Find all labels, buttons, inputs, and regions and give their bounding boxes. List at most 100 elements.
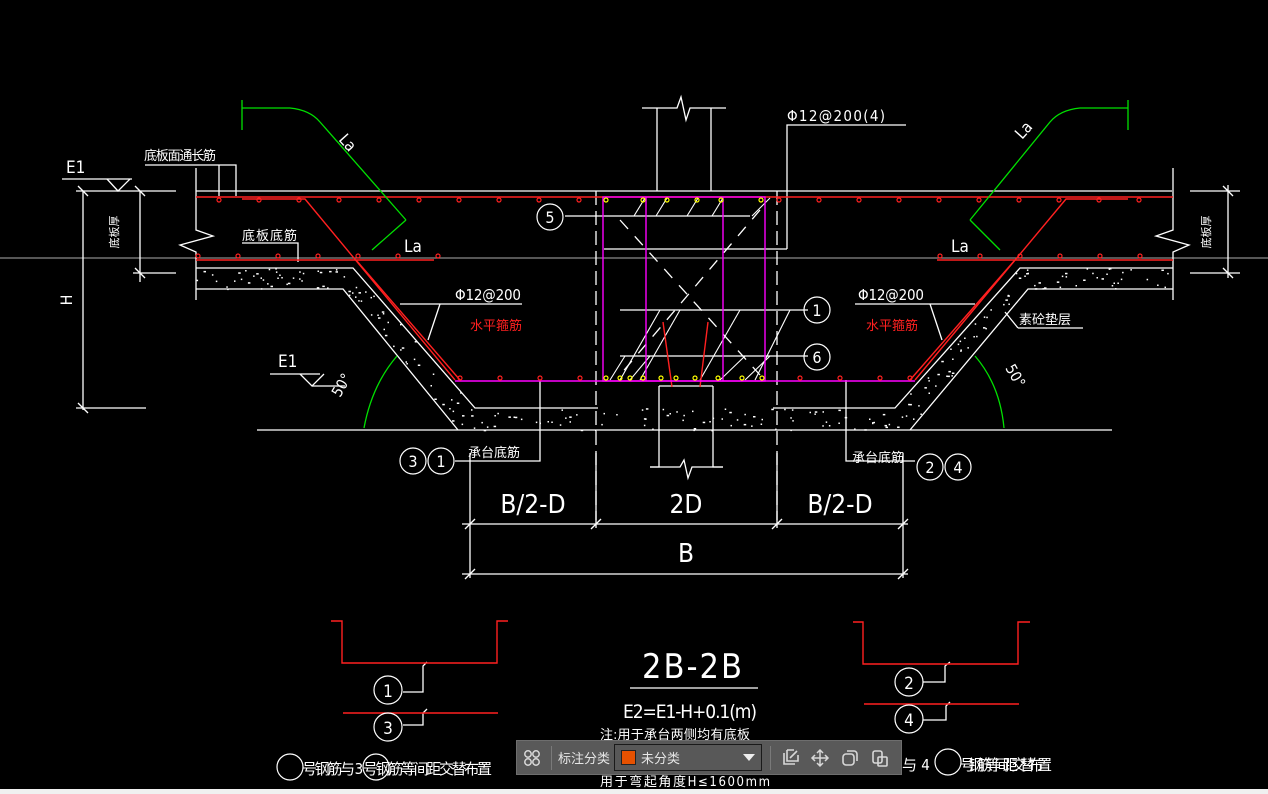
concrete-dot <box>377 314 379 316</box>
concrete-dot <box>561 409 563 411</box>
rebar-dot <box>435 253 441 259</box>
concrete-dot <box>1059 286 1062 289</box>
concrete-dot <box>240 278 243 281</box>
concrete-dot <box>1157 284 1159 286</box>
concrete-dot <box>952 358 954 360</box>
concrete-dot <box>317 270 319 272</box>
concrete-dot <box>1038 282 1041 284</box>
concrete-dot <box>401 347 405 349</box>
concrete-dot <box>643 418 647 420</box>
concrete-dot <box>580 429 584 432</box>
slope-rebar-left <box>355 259 461 381</box>
concrete-dot <box>724 408 727 410</box>
edit-icon[interactable] <box>775 743 805 773</box>
rebar-dot <box>576 197 582 203</box>
concrete-dot <box>393 345 395 348</box>
concrete-dot <box>460 392 462 394</box>
rebar-dot <box>936 197 942 203</box>
concrete-dot <box>227 288 229 291</box>
rebar-dot <box>837 375 843 381</box>
label-stirrup-spec: Φ12@200(4) <box>787 107 885 125</box>
dim-right-text: B/2-D <box>807 490 872 520</box>
concrete-dot <box>864 429 867 431</box>
concrete-dot <box>990 309 992 311</box>
concrete-dot <box>514 416 518 419</box>
concrete-dot <box>559 424 562 426</box>
label-horiz-spec-left: Φ12@200 <box>455 286 521 304</box>
concrete-dot <box>983 327 986 329</box>
leader-cushion-tick <box>1004 311 1019 329</box>
concrete-dot <box>1015 272 1018 275</box>
legend-marker-3: 3 <box>383 719 393 739</box>
concrete-dot <box>1018 277 1022 279</box>
rebar-dot <box>658 375 664 381</box>
rebar-dot <box>1096 197 1102 203</box>
rebar-dot <box>776 197 782 203</box>
concrete-dot <box>267 283 269 285</box>
copy-icon[interactable] <box>835 743 865 773</box>
concrete-dot <box>976 335 978 338</box>
marker-6: 6 <box>812 348 821 367</box>
concrete-dot <box>329 270 332 273</box>
concrete-dot <box>761 418 763 421</box>
concrete-dot <box>736 419 739 421</box>
label-la-right-slope: La <box>1011 117 1036 142</box>
concrete-dot <box>924 387 927 389</box>
concrete-dot <box>1146 278 1149 281</box>
concrete-dot <box>882 413 886 416</box>
concrete-dot <box>449 408 451 410</box>
concrete-dot <box>1122 271 1124 274</box>
concrete-dot <box>413 358 416 361</box>
concrete-dot <box>666 414 670 417</box>
circled-markers <box>276 203 972 781</box>
category-select[interactable]: 未分类 <box>614 744 763 771</box>
rebar-dot <box>336 197 342 203</box>
concrete-dot <box>451 399 453 401</box>
concrete-dot <box>461 423 464 426</box>
la-right-leader <box>969 219 1001 251</box>
diagonal-b <box>619 209 761 376</box>
concrete-dot <box>838 409 841 412</box>
concrete-dot <box>569 421 571 423</box>
la-right-curve <box>969 107 1128 221</box>
concrete-dot <box>985 327 987 330</box>
concrete-dot <box>215 280 218 283</box>
concrete-dot <box>260 277 262 279</box>
rebar-dot <box>256 197 262 203</box>
concrete-dot <box>471 415 474 417</box>
concrete-dot <box>652 428 654 430</box>
concrete-dot <box>872 422 874 424</box>
toolbar-divider <box>551 745 552 770</box>
leader-horiz-right-tick <box>929 303 943 341</box>
move-icon[interactable] <box>805 743 835 773</box>
concrete-dot <box>885 426 888 429</box>
leader-cap-right <box>845 380 915 462</box>
concrete-dot <box>245 270 247 272</box>
concrete-dot <box>373 295 375 298</box>
concrete-dot <box>382 313 385 315</box>
drawing-note-1: 注:用于承台两侧均有底板 <box>600 727 750 743</box>
cushion-top-right <box>773 267 1173 409</box>
rebar-dot <box>640 197 646 203</box>
concrete-dot <box>825 421 828 423</box>
legend-marker-2: 2 <box>904 674 914 694</box>
concrete-dot <box>1111 285 1114 287</box>
leader-horiz-left-tick <box>427 303 441 341</box>
concrete-dot <box>645 408 649 410</box>
concrete-dot <box>355 296 357 298</box>
leader-slab-top <box>145 164 237 196</box>
label-slab-bottom-rebar: 底板底筋 <box>242 228 297 244</box>
concrete-dot <box>1061 275 1064 278</box>
rebar-dot <box>275 253 281 259</box>
concrete-dot <box>1065 272 1068 275</box>
concrete-dot <box>869 418 871 420</box>
grid-icon[interactable] <box>517 743 547 773</box>
e1-triangle-mid <box>299 373 325 387</box>
concrete-dot <box>486 426 489 428</box>
paste-icon[interactable] <box>865 743 895 773</box>
diagonal-a <box>619 219 761 376</box>
concrete-dot <box>471 409 473 411</box>
toolbar-divider <box>770 745 772 770</box>
concrete-dot <box>358 292 361 294</box>
